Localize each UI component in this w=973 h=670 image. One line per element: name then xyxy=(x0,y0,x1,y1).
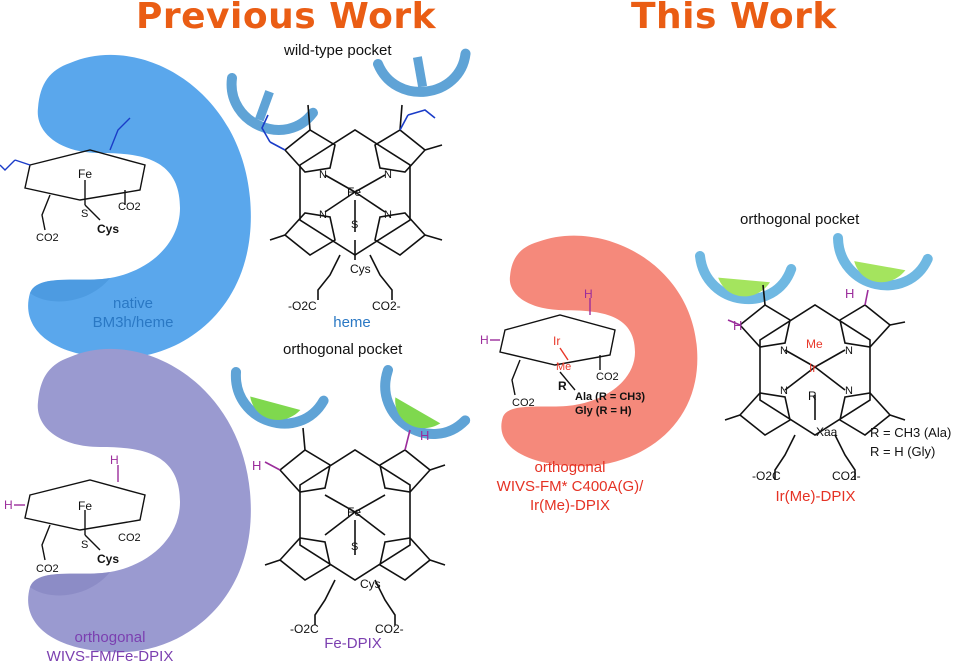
heme-co2-left: -O2C xyxy=(288,299,317,313)
fedpix-co2-left: -O2C xyxy=(290,622,319,636)
fedpix-protein-co2-b: CO2 xyxy=(118,532,141,544)
fedpix-h-top: H xyxy=(420,428,429,443)
wild-type-pocket-right xyxy=(373,48,471,97)
heme-cys: Cys xyxy=(350,262,371,276)
fedpix-s: S xyxy=(351,541,358,553)
orthogonal-ir-caption-line2: WIVS-FM* C400A(G)/ xyxy=(496,478,644,495)
heme-caption: heme xyxy=(333,314,371,331)
native-heme-structure xyxy=(0,117,146,231)
wild-type-pocket-left xyxy=(226,73,318,135)
fedpix-protein-h-left: H xyxy=(4,498,13,512)
irdpix-me: Me xyxy=(806,337,823,351)
fedpix-protein-shape xyxy=(28,348,251,653)
orthogonal-pocket-ir-right xyxy=(833,233,933,291)
irdpix-n1: N xyxy=(780,345,788,357)
irdpix-ir: Ir xyxy=(809,361,816,375)
native-protein-shape xyxy=(28,54,251,359)
ir-protein-ala: Ala (R = CH3) xyxy=(575,391,645,403)
irdpix-co2-left: -O2C xyxy=(752,469,781,483)
native-fe: Fe xyxy=(78,167,92,181)
native-co2-a: CO2 xyxy=(36,232,59,244)
previous-work-heading: Previous Work xyxy=(136,0,437,37)
fedpix-h-left: H xyxy=(252,458,261,473)
ir-protein-cofactor xyxy=(490,298,616,396)
orthogonal-fe-caption: orthogonal WIVS-FM/Fe-DPIX xyxy=(30,628,190,666)
native-caption-line2: BM3h/heme xyxy=(92,314,174,331)
irdpix-h-top: H xyxy=(845,286,854,301)
fedpix-caption: Fe-DPIX xyxy=(324,635,382,652)
ir-protein-h-top: H xyxy=(584,287,593,301)
heme-s: S xyxy=(351,219,358,231)
orthogonal-pocket-fe-left xyxy=(230,367,329,429)
heme-structure xyxy=(261,104,443,300)
ir-protein-co2-b: CO2 xyxy=(512,397,535,409)
fedpix-cys: Cys xyxy=(360,577,381,591)
orthogonal-pocket-label-right: orthogonal pocket xyxy=(740,211,860,228)
irdpix-n3: N xyxy=(780,385,788,397)
fedpix-fe: Fe xyxy=(347,505,361,519)
ir-protein-co2-a: CO2 xyxy=(596,371,619,383)
ir-protein-shape xyxy=(501,235,698,467)
orthogonal-pocket-label-left: orthogonal pocket xyxy=(283,341,403,358)
this-work-heading: This Work xyxy=(631,0,837,37)
irdpix-co2-right: CO2- xyxy=(832,469,861,483)
fedpix-protein-co2-a: CO2 xyxy=(36,563,59,575)
ir-protein-gly: Gly (R = H) xyxy=(575,405,632,417)
native-caption: native BM3h/heme xyxy=(78,294,188,332)
ir-protein-r: R xyxy=(558,379,567,393)
orthogonal-pocket-ir-left xyxy=(695,251,797,305)
irdpix-n4: N xyxy=(845,385,853,397)
irdpix-h-left: H xyxy=(733,318,742,333)
heme-fe: Fe xyxy=(347,185,361,199)
orthogonal-pocket-fe-right xyxy=(380,365,471,439)
native-cys: Cys xyxy=(97,222,119,236)
orthogonal-ir-caption-line1: orthogonal xyxy=(534,459,606,476)
fedpix-protein-h-top: H xyxy=(110,453,119,467)
irdpix-structure xyxy=(724,284,906,480)
heme-n1: N xyxy=(319,169,327,181)
ir-protein-h-left: H xyxy=(480,333,489,347)
orthogonal-fe-caption-line1: orthogonal xyxy=(74,629,146,646)
native-caption-line1: native xyxy=(112,295,154,312)
fedpix-structure xyxy=(264,427,446,625)
wild-type-pocket-label: wild-type pocket xyxy=(284,42,392,59)
heme-co2-right: CO2- xyxy=(372,299,401,313)
orthogonal-ir-caption: orthogonal WIVS-FM* C400A(G)/ Ir(Me)-DPI… xyxy=(490,458,650,515)
heme-n4: N xyxy=(384,209,392,221)
fedpix-protein-s: S xyxy=(81,539,88,551)
irdpix-r: R xyxy=(808,389,817,403)
native-co2-b: CO2 xyxy=(118,201,141,213)
irdpix-caption: Ir(Me)-DPIX xyxy=(775,488,856,505)
native-s: S xyxy=(81,208,88,220)
irdpix-n2: N xyxy=(845,345,853,357)
irdpix-r-ala: R = CH3 (Ala) xyxy=(870,425,951,440)
ir-protein-me: Me xyxy=(556,361,571,373)
heme-n2: N xyxy=(384,169,392,181)
ir-protein-ir: Ir xyxy=(553,334,560,348)
irdpix-xaa: Xaa xyxy=(816,425,838,439)
orthogonal-ir-caption-line3: Ir(Me)-DPIX xyxy=(530,497,610,514)
orthogonal-fe-caption-line2: WIVS-FM/Fe-DPIX xyxy=(46,648,174,665)
fedpix-protein-cofactor xyxy=(14,465,146,561)
irdpix-r-gly: R = H (Gly) xyxy=(870,444,935,459)
fedpix-protein-fe: Fe xyxy=(78,499,92,513)
heme-n3: N xyxy=(319,209,327,221)
fedpix-protein-cys: Cys xyxy=(97,552,119,566)
fedpix-co2-right: CO2- xyxy=(375,622,404,636)
